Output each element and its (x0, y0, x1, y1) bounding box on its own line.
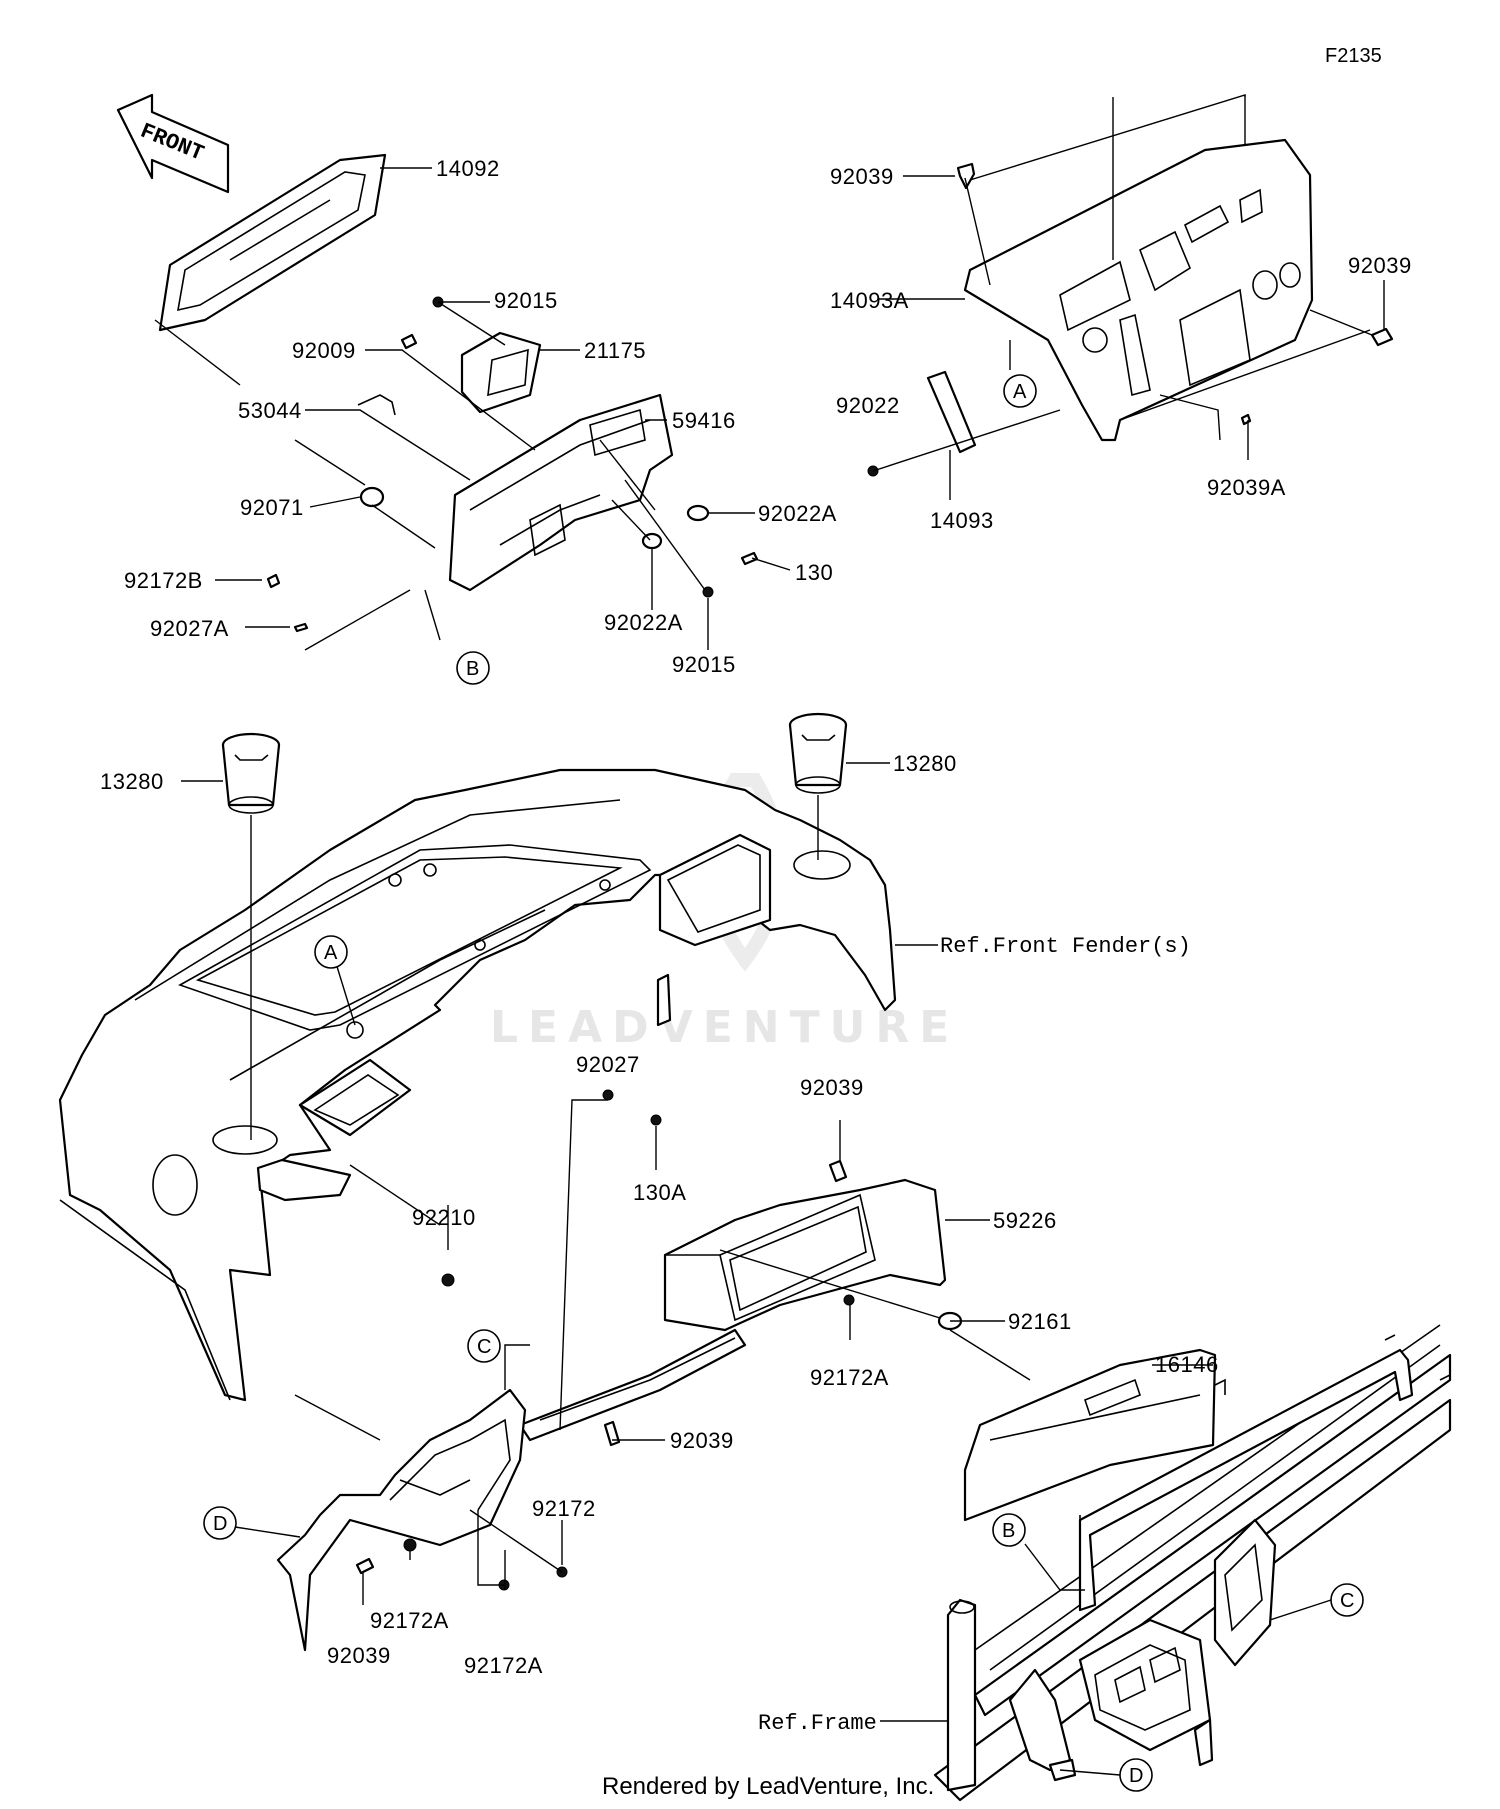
dashboard-shell (58, 768, 897, 1402)
ref-front-fenders: Ref.Front Fender(s) (940, 934, 1191, 959)
fastener-92210 (441, 1273, 455, 1287)
label-92172A-mid: 92172A (810, 1365, 889, 1390)
label-92027A: 92027A (150, 616, 229, 641)
label-92022A-bottom: 92022A (604, 610, 683, 635)
label-92027: 92027 (576, 1052, 640, 1077)
fastener-92039-bottom (355, 1557, 375, 1575)
part-59416-bracket (448, 393, 674, 592)
svg-text:B: B (1002, 1520, 1015, 1542)
figure-code: F2135 (1325, 45, 1382, 67)
fastener-92027 (602, 1089, 614, 1101)
label-59416: 59416 (672, 408, 736, 433)
label-92172: 92172 (532, 1496, 596, 1521)
label-92039-low: 92039 (670, 1428, 734, 1453)
part-59226-lower-panel (663, 1178, 947, 1332)
fastener-92172A-low1 (403, 1538, 417, 1552)
ref-frame: Ref.Frame (758, 1711, 877, 1736)
label-92039-mid: 92039 (800, 1075, 864, 1100)
part-lower-support-bar (518, 1328, 747, 1442)
part-14092-frame (158, 153, 387, 332)
label-92015-bottom: 92015 (672, 652, 736, 677)
label-130A: 130A (633, 1180, 686, 1205)
frame-structure (933, 1324, 1452, 1802)
fastener-92039-topleft (956, 162, 976, 190)
label-92071: 92071 (240, 495, 304, 520)
label-14092: 14092 (436, 156, 500, 181)
label-13280-left: 13280 (100, 769, 164, 794)
label-92009: 92009 (292, 338, 356, 363)
part-14093A-meter-panel (963, 138, 1314, 442)
label-14093A: 14093A (830, 288, 909, 313)
part-13280-left-cupholder (221, 732, 281, 814)
fastener-92039-mid (828, 1159, 848, 1183)
callout-a-top: A (1003, 374, 1037, 408)
leaders-lower (234, 1099, 1213, 1605)
part-16146-cover (963, 1348, 1217, 1522)
callout-a-mid: A (314, 935, 348, 969)
label-92022: 92022 (836, 393, 900, 418)
leaders-frame (880, 1543, 1332, 1776)
footer-credit: Rendered by LeadVenture, Inc. (602, 1773, 934, 1800)
fastener-92027A-clip (293, 622, 309, 633)
fastener-92039A (1240, 413, 1252, 426)
label-92039A: 92039A (1207, 475, 1286, 500)
fastener-92172A-mid (843, 1294, 855, 1306)
label-92015-top: 92015 (494, 288, 558, 313)
fastener-130A (650, 1114, 662, 1126)
leaders-top-left (154, 167, 791, 651)
callout-d-low: D (203, 1506, 237, 1540)
front-arrow: FRONT (116, 93, 230, 194)
label-92172A-low1: 92172A (370, 1608, 449, 1633)
callout-b-frame: B (992, 1513, 1026, 1547)
callout-c-mid: C (467, 1329, 501, 1363)
fastener-92071-grommet (359, 486, 385, 508)
fastener-92022A-right-washer (686, 504, 710, 522)
label-92022A-right: 92022A (758, 501, 837, 526)
fastener-92172B-screw (266, 573, 281, 589)
label-13280-right: 13280 (893, 751, 957, 776)
fastener-92039-low (603, 1420, 621, 1447)
part-lower-left-panel (276, 1388, 527, 1652)
svg-text:C: C (477, 1336, 491, 1358)
label-92039-topleft: 92039 (830, 164, 894, 189)
callout-c-frame: C (1330, 1583, 1364, 1617)
callout-d-frame: D (1119, 1758, 1153, 1792)
label-92210: 92210 (412, 1205, 476, 1230)
leaders-dashboard (181, 762, 938, 1250)
label-59226: 59226 (993, 1208, 1057, 1233)
label-92039-bottom: 92039 (327, 1643, 391, 1668)
label-130: 130 (795, 560, 833, 585)
svg-text:D: D (1129, 1765, 1143, 1787)
label-14093: 14093 (930, 508, 994, 533)
fastener-92039-topright (1370, 327, 1394, 347)
leaders-top-right (872, 94, 1385, 500)
label-92039-topright: 92039 (1348, 253, 1412, 278)
part-13280-right-cupholder (788, 712, 848, 794)
part-14093-strip (926, 370, 977, 454)
label-92172B: 92172B (124, 568, 203, 593)
fastener-92009-screw (400, 333, 418, 350)
label-92161: 92161 (1008, 1309, 1072, 1334)
svg-text:A: A (1013, 381, 1027, 403)
svg-text:A: A (324, 942, 338, 964)
svg-text:B: B (466, 658, 479, 680)
label-53044: 53044 (238, 398, 302, 423)
watermark-text: LEADVENTURE (490, 1002, 959, 1053)
label-21175: 21175 (584, 338, 646, 363)
label-92172A-low2: 92172A (464, 1653, 543, 1678)
label-16146: 16146 (1155, 1352, 1219, 1377)
callout-b-top: B (456, 651, 490, 685)
part-53044-hook (357, 394, 396, 416)
svg-text:D: D (213, 1513, 227, 1535)
svg-text:C: C (1340, 1590, 1354, 1612)
part-21175-module (460, 331, 542, 414)
